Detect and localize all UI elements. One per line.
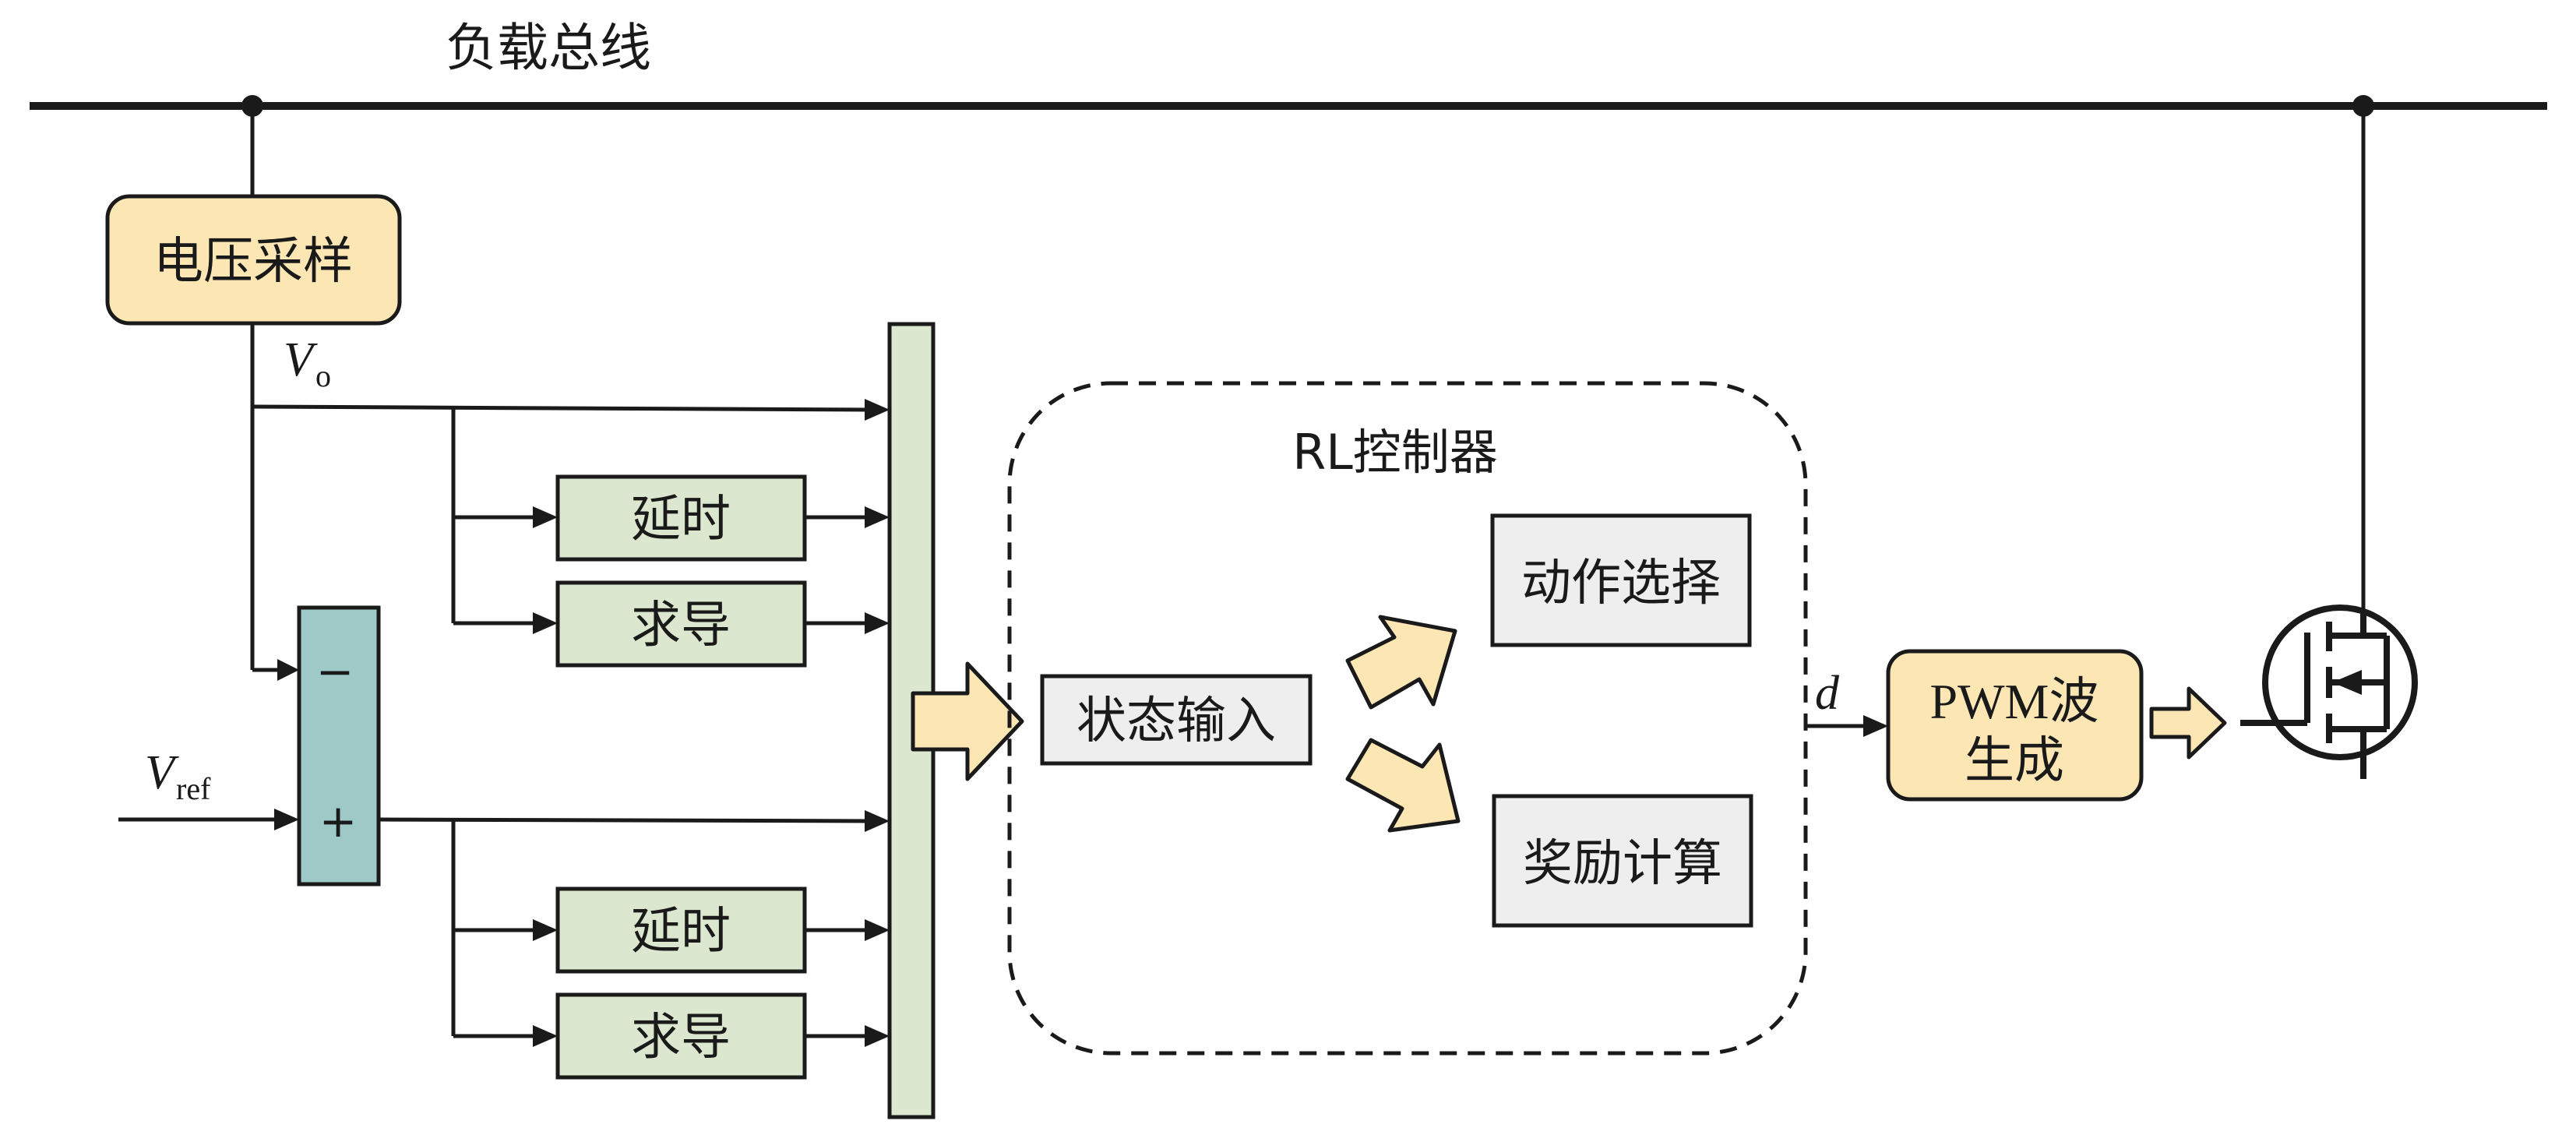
- state-to-action-arrow: [1345, 615, 1457, 710]
- pwm-block-line2: 生成: [1965, 732, 2064, 790]
- lower-derivative-block: [555, 992, 807, 1080]
- upper-delay-block: [555, 474, 807, 562]
- pwm-to-switch-arrow: [2149, 686, 2227, 760]
- state-input-label: 状态输入: [1077, 693, 1276, 750]
- lower-derivative-in-arrowhead: [533, 1025, 558, 1047]
- action-selection-block: [1490, 513, 1752, 647]
- vref-label-sub: ref: [176, 771, 211, 806]
- lower-delay-in-arrowhead: [533, 919, 558, 941]
- duty-cycle-label: d: [1815, 667, 1840, 720]
- upper-derivative-in-arrowhead: [533, 612, 558, 634]
- reward-calculation-block: [1492, 794, 1753, 928]
- vo-to-mux-arrowhead: [865, 399, 890, 421]
- vo-label-main: V: [284, 333, 318, 386]
- state-input-block: [1040, 674, 1313, 766]
- reward-calculation-label: 奖励计算: [1523, 835, 1722, 893]
- upper-derivative-label: 求导: [631, 597, 731, 654]
- sum-plus-sign: +: [319, 795, 358, 848]
- vref-input-arrowhead: [274, 809, 299, 830]
- vref-label-main: V: [145, 746, 179, 799]
- lower-delay-block: [555, 886, 807, 974]
- sum-minus-sign: −: [316, 645, 354, 698]
- upper-derivative-block: [555, 580, 807, 668]
- upper-delay-label: 延时: [631, 491, 731, 548]
- rl-controller-title: RL控制器: [1292, 424, 1498, 481]
- error-to-mux-wire: [378, 817, 872, 823]
- lower-delay-label: 延时: [631, 903, 731, 960]
- voltage-sampling-label: 电压采样: [153, 233, 353, 291]
- error-to-mux-arrowhead: [865, 810, 890, 832]
- upper-delay-in-arrowhead: [533, 506, 558, 528]
- vo-to-sum-arrowhead: [277, 659, 299, 681]
- summing-junction-block: [297, 605, 381, 886]
- lower-delay-out-arrowhead: [865, 919, 890, 941]
- mosfet-switch-icon: [2240, 106, 2418, 779]
- vo-to-mux-wire: [252, 404, 872, 412]
- pwm-block-line1: PWM波: [1930, 674, 2099, 729]
- rl-controller-boundary: [1007, 381, 1808, 1056]
- duty-cycle-arrowhead: [1863, 715, 1888, 737]
- vo-label-sub: o: [315, 358, 331, 393]
- pwm-generation-block: [1886, 649, 2144, 802]
- lower-derivative-label: 求导: [631, 1009, 731, 1066]
- lower-derivative-out-arrowhead: [865, 1025, 890, 1047]
- state-to-reward-arrow: [1345, 738, 1461, 833]
- bus-label: 负载总线: [446, 18, 651, 78]
- upper-derivative-out-arrowhead: [865, 612, 890, 634]
- upper-delay-out-arrowhead: [865, 506, 890, 528]
- action-selection-label: 动作选择: [1521, 555, 1721, 612]
- mux-to-rl-arrow: [911, 661, 1024, 781]
